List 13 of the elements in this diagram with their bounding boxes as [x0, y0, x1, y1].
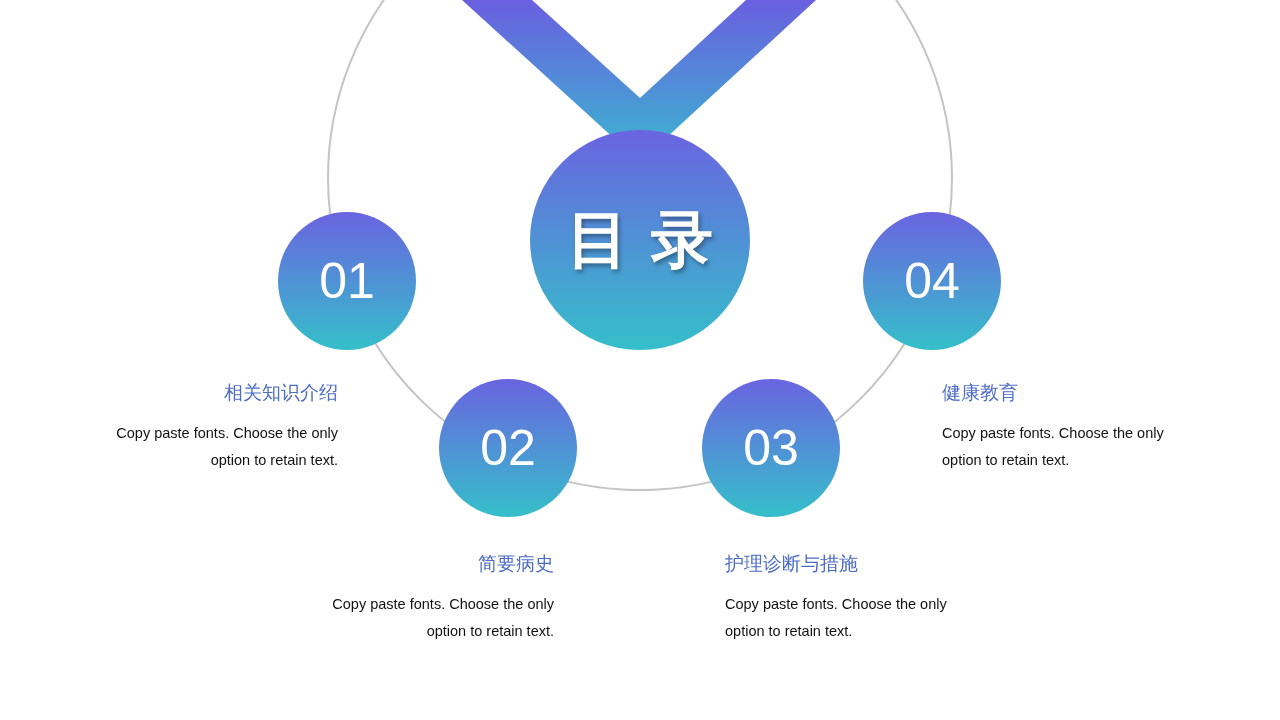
section-description: Copy paste fonts. Choose the only option to retain text. — [942, 424, 1165, 470]
section-number: 02 — [480, 419, 536, 477]
section-number: 04 — [904, 252, 960, 310]
section-heading: 简要病史 — [478, 551, 554, 576]
section-heading: 相关知识介绍 — [224, 380, 338, 405]
section-heading: 健康教育 — [942, 380, 1018, 405]
section-heading: 护理诊断与措施 — [725, 551, 858, 576]
section-description: Copy paste fonts. Choose the only option to retain text. — [115, 424, 338, 470]
section-number: 03 — [743, 419, 799, 477]
section-description: Copy paste fonts. Choose the only option to retain text. — [331, 595, 554, 641]
title-text: 目 录 — [567, 202, 713, 278]
section-description: Copy paste fonts. Choose the only option to retain text. — [725, 595, 948, 641]
section-number: 01 — [319, 252, 375, 310]
